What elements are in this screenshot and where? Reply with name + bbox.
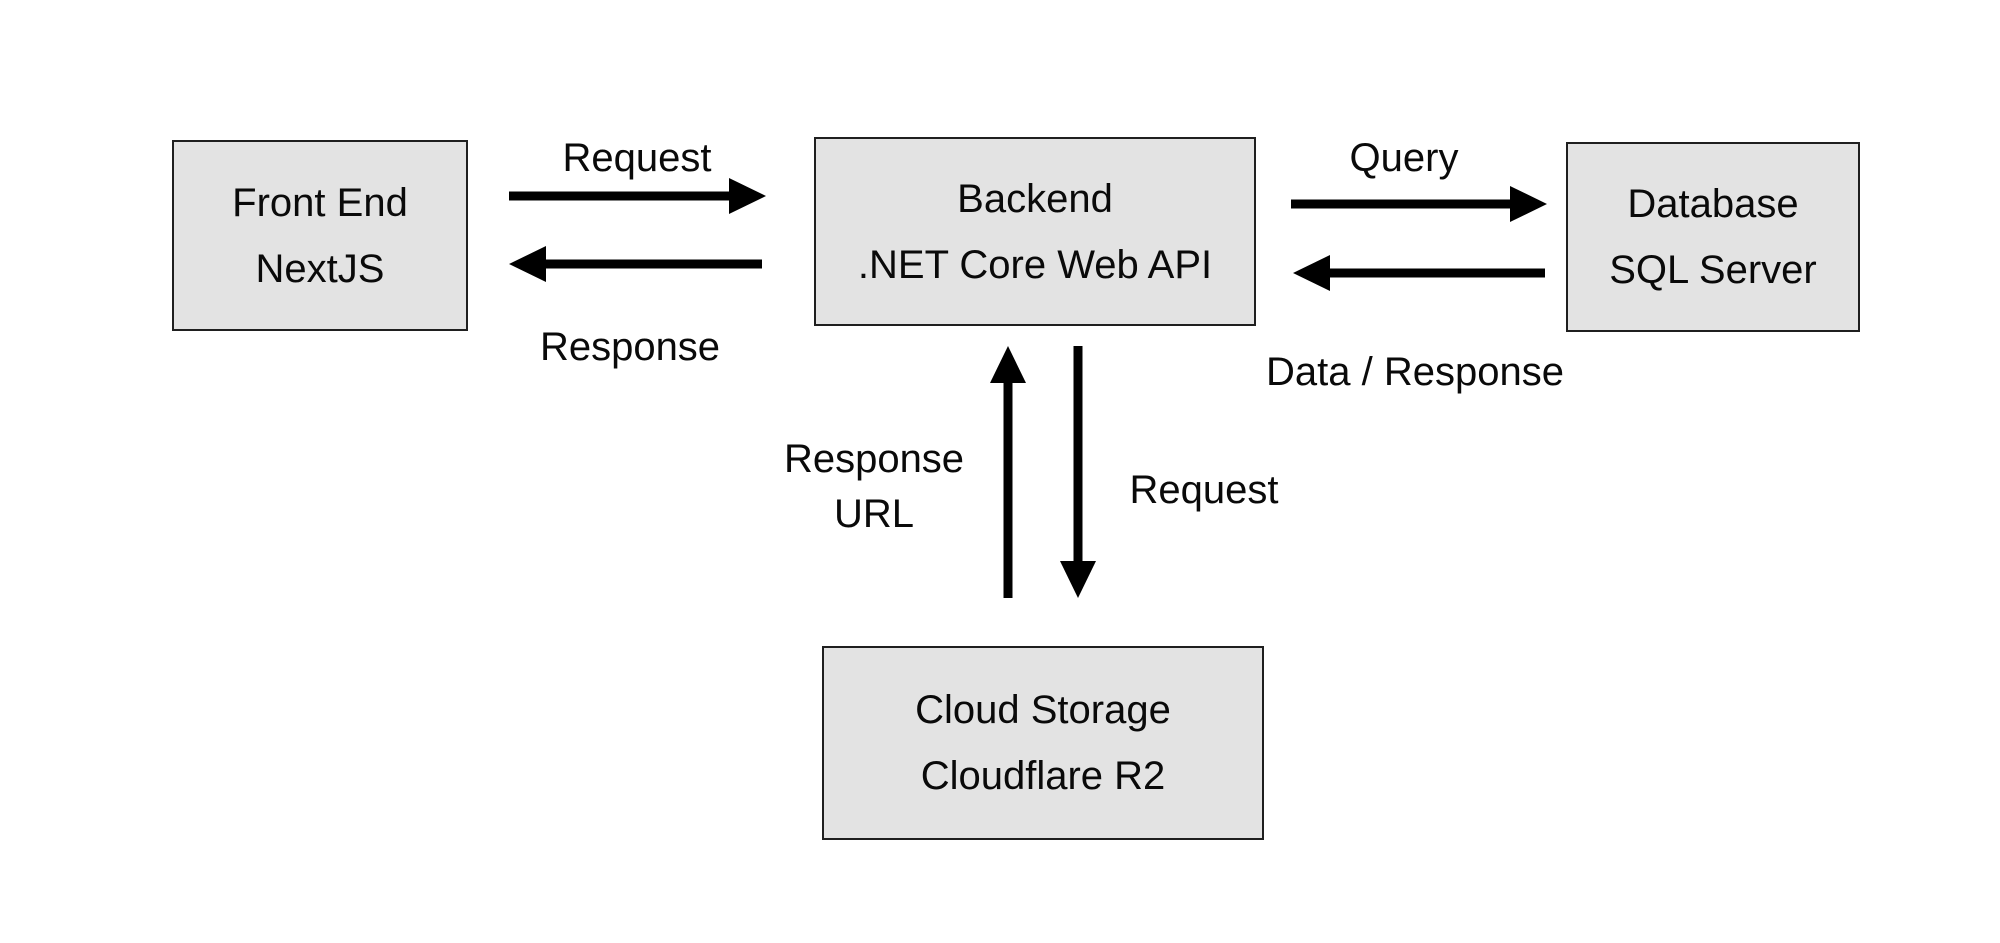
edge-label-response-url-line2: URL — [833, 492, 915, 537]
arrow-data-response-database-to-backend — [1293, 255, 1545, 291]
node-frontend-line2: NextJS — [255, 246, 385, 291]
node-cloud-storage: Cloud Storage Cloudflare R2 — [822, 646, 1264, 840]
edge-label-response-url-cloud-backend: Response URL — [784, 432, 964, 542]
arrow-request-backend-to-cloud — [1060, 346, 1096, 598]
arrow-query-backend-to-database — [1291, 186, 1547, 222]
node-backend-line1: Backend — [957, 176, 1113, 221]
node-backend-line2: .NET Core Web API — [857, 242, 1213, 287]
node-cloud-line1: Cloud Storage — [915, 688, 1171, 732]
node-database: Database SQL Server — [1566, 142, 1860, 332]
node-frontend: Front End NextJS — [172, 140, 468, 331]
edge-label-data-response-database-backend: Data / Response — [1266, 350, 1564, 394]
edge-label-query-backend-database: Query — [1349, 136, 1459, 180]
arrow-response-backend-to-frontend — [509, 246, 762, 282]
edge-label-request-backend-cloud: Request — [1129, 468, 1279, 512]
node-frontend-line1: Front End — [232, 180, 408, 225]
arrow-response-url-cloud-to-backend — [990, 346, 1026, 598]
arrow-request-frontend-to-backend — [509, 178, 766, 214]
edge-label-response-url-line1: Response — [783, 437, 965, 481]
node-cloud-line2: Cloudflare R2 — [920, 754, 1166, 798]
node-database-line2: SQL Server — [1609, 248, 1817, 292]
node-backend: Backend .NET Core Web API — [814, 137, 1256, 326]
edge-label-response-backend-frontend: Response — [539, 325, 721, 369]
node-database-line1: Database — [1627, 182, 1799, 226]
edge-label-request-frontend-backend: Request — [562, 136, 712, 180]
